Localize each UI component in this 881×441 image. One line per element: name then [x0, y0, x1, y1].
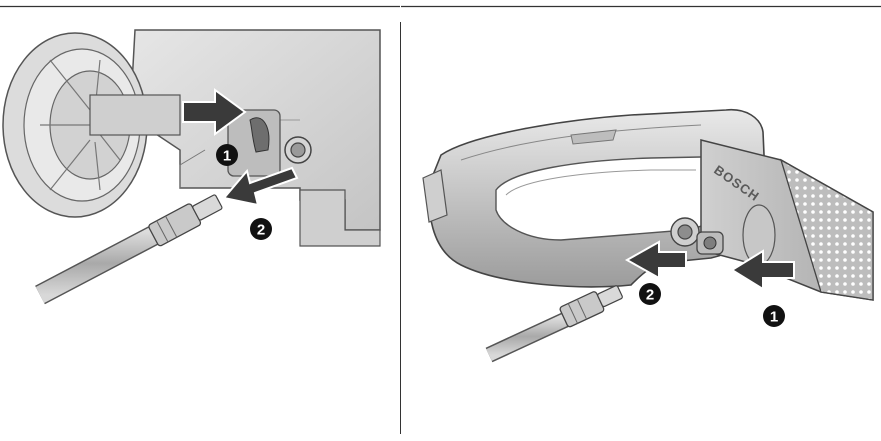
arrow-pull-lever	[182, 88, 247, 136]
arrow-detach-hose	[222, 166, 299, 207]
arrow-press-button	[730, 249, 795, 291]
panel-spray-gun: BOSCH	[401, 5, 881, 363]
step-marker-1-label: 1	[770, 309, 778, 326]
spray-gun-barrel: BOSCH	[700, 139, 874, 301]
gun-high-pressure-hose	[485, 285, 623, 363]
step-marker-1: 1	[216, 144, 238, 166]
panel-divider	[400, 22, 402, 434]
pump-fan-wheel	[2, 32, 181, 218]
step-marker-1: 1	[763, 305, 785, 327]
outlet-socket	[227, 109, 312, 177]
step-marker-2-label: 2	[646, 287, 654, 304]
gun-hose-port	[670, 217, 724, 255]
step-marker-2: 2	[639, 283, 661, 305]
step-marker-2-label: 2	[257, 222, 265, 239]
high-pressure-hose	[35, 194, 223, 305]
panel-pump-outlet: 1 2	[0, 5, 400, 305]
step-marker-2: 2	[250, 218, 272, 240]
step-marker-1-label: 1	[223, 148, 231, 165]
arrow-detach-gun-hose	[624, 240, 687, 280]
